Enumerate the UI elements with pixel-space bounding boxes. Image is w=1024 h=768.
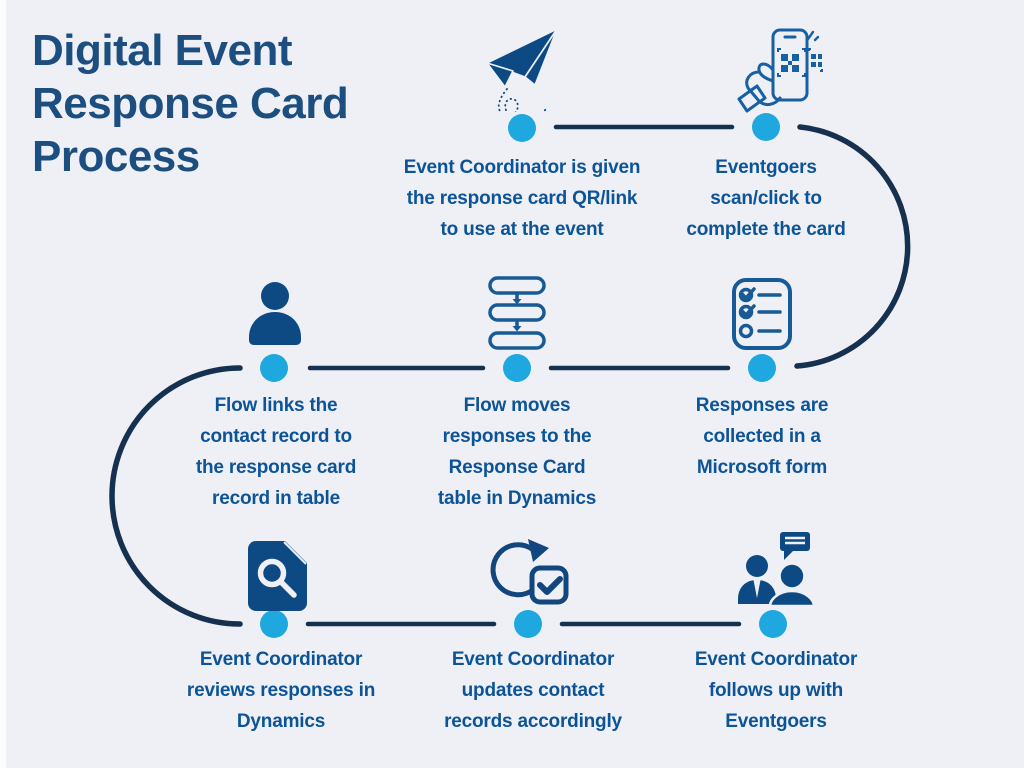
step8-dot [759, 610, 787, 638]
step4-dot [503, 354, 531, 382]
page-title: Digital Event Response Card Process [32, 26, 349, 181]
slide-left-margin [0, 0, 6, 768]
plane-trail [497, 88, 547, 112]
qr-code [781, 54, 822, 72]
person-icon [249, 282, 301, 345]
people-chat-icon [738, 532, 816, 606]
step8-label: Event Coordinator follows up with Eventg… [694, 649, 858, 732]
flow-steps-icon [488, 276, 546, 350]
step1-dot [508, 114, 536, 142]
document-search-icon [248, 541, 307, 611]
step2-dot [752, 113, 780, 141]
step7-dot [514, 610, 542, 638]
step6-dot [260, 610, 288, 638]
step-dots [260, 113, 787, 638]
sync-check-icon [490, 539, 569, 605]
connector-lines [109, 124, 911, 627]
step6-label: Event Coordinator reviews responses in D… [186, 649, 376, 732]
step5-label: Flow links the contact record to the res… [195, 395, 357, 509]
step4-label: Flow moves responses to the Response Car… [437, 395, 597, 509]
paper-plane-icon [486, 28, 558, 112]
connector-arc-left [109, 365, 243, 627]
step2-label: Eventgoers scan/click to complete the ca… [686, 157, 846, 240]
phone-qr-scan-icon [737, 28, 823, 113]
step5-dot [260, 354, 288, 382]
step3-label: Responses are collected in a Microsoft f… [695, 395, 829, 478]
step3-dot [748, 354, 776, 382]
checklist-icon [732, 278, 792, 350]
step1-label: Event Coordinator is given the response … [403, 157, 641, 240]
step7-label: Event Coordinator updates contact record… [444, 649, 622, 732]
connector-arc-right [794, 124, 911, 369]
